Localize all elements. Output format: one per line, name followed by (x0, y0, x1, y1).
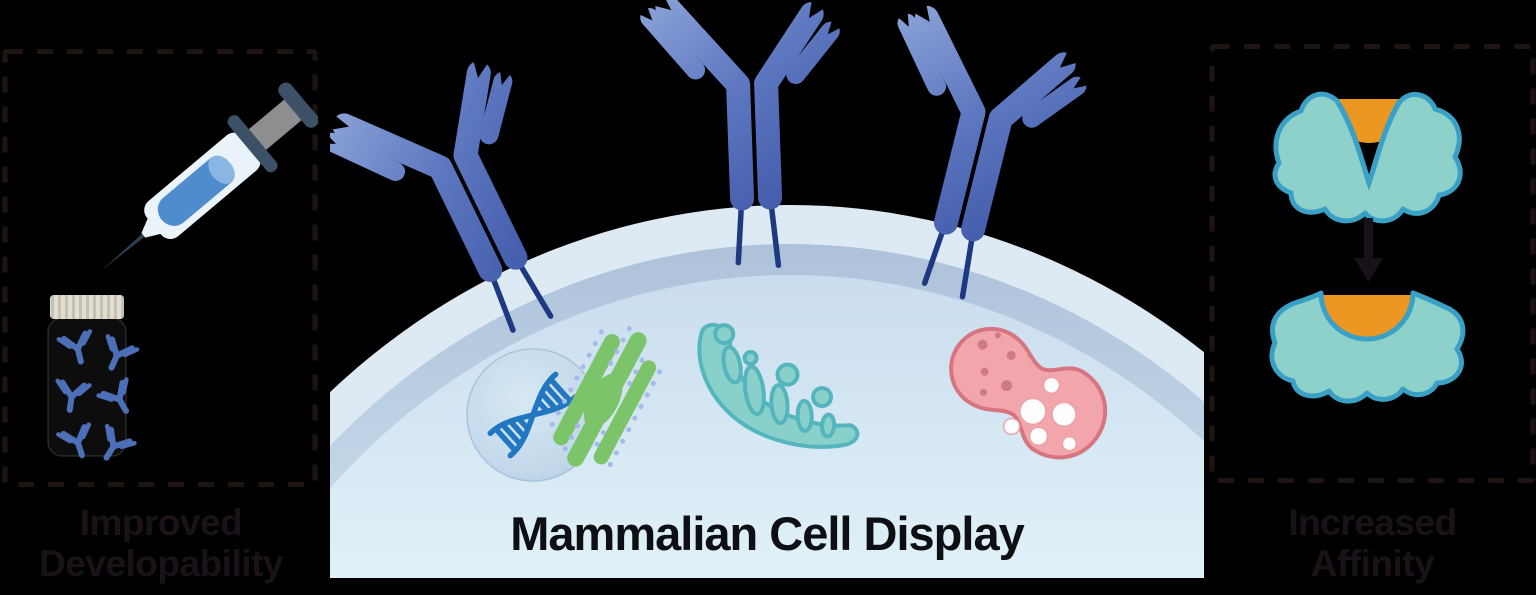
syringe-flange (227, 115, 278, 173)
antigen-blob-top (1272, 91, 1463, 224)
dna-helix-icon (487, 371, 579, 459)
antigen-blob-bottom (1269, 290, 1466, 404)
endoplasmic-reticulum-icon (545, 326, 662, 468)
antigen-weak-binding-icon (1272, 91, 1463, 224)
left-panel-illustration (2, 49, 318, 487)
ribosome-dots (545, 326, 662, 468)
syringe-plunger-shaft (248, 98, 303, 150)
syringe-nozzle (141, 216, 163, 238)
vial-of-antibodies-icon (47, 295, 140, 466)
center-panel (330, 0, 1204, 578)
left-caption-line2: Developability (39, 543, 283, 584)
down-arrow-icon (1354, 218, 1383, 282)
right-caption: Increased Affinity (1209, 502, 1536, 584)
cell-illustration (330, 0, 1204, 578)
syringe-liquid-meniscus (208, 155, 235, 184)
pink-organelle-icon (949, 326, 1108, 460)
syringe-icon (102, 82, 318, 270)
right-caption-line1: Increased (1288, 502, 1457, 543)
right-panel (1209, 43, 1536, 484)
pink-organelle-granules (977, 332, 1033, 396)
right-caption-line2: Affinity (1310, 543, 1435, 584)
left-panel (2, 48, 318, 488)
affinity-illustration (1209, 44, 1536, 483)
golgi-apparatus-icon (697, 322, 860, 449)
pink-organelle-vesicles (1002, 376, 1078, 452)
antigen-strong-binding-icon (1269, 290, 1466, 404)
right-panel-dashed-border (1209, 44, 1536, 483)
center-caption-text: Mammalian Cell Display (510, 507, 1024, 560)
vial-cap-ridges (50, 295, 124, 319)
antigen-notch-outline (1336, 99, 1402, 191)
syringe-plunger-cap (278, 82, 318, 128)
left-panel-dashed-border (2, 49, 318, 487)
epitope-orange-bottom (1322, 295, 1412, 340)
left-caption: Improved Developability (0, 502, 322, 584)
center-caption: Mammalian Cell Display (330, 506, 1204, 561)
left-caption-line1: Improved (79, 502, 243, 543)
